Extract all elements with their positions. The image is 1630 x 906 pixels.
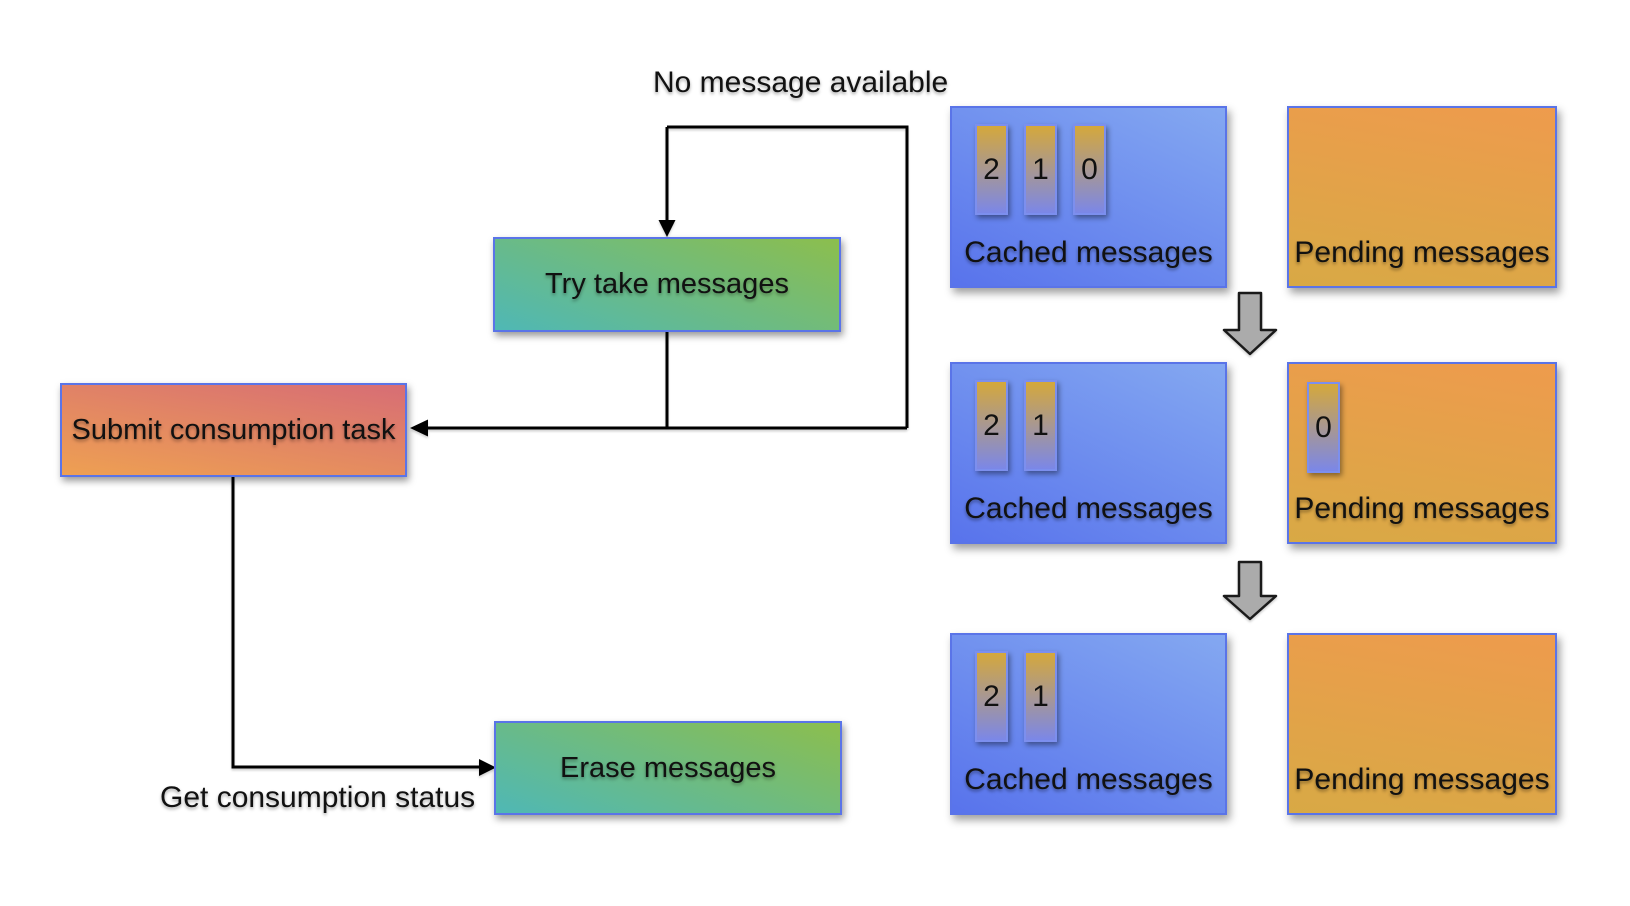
pending-messages-label: Pending messages bbox=[1294, 492, 1550, 525]
message-tile: 1 bbox=[1024, 651, 1057, 742]
pending-messages-box-row2: 0 Pending messages bbox=[1287, 362, 1557, 544]
cached-messages-label: Cached messages bbox=[964, 763, 1213, 796]
try-take-messages-box: Try take messages bbox=[493, 237, 841, 332]
cached-messages-label: Cached messages bbox=[964, 236, 1213, 269]
pending-messages-label: Pending messages bbox=[1294, 763, 1550, 796]
pending-messages-label: Pending messages bbox=[1294, 236, 1550, 269]
cached-messages-box-row3: 2 1 Cached messages bbox=[950, 633, 1227, 815]
step-down-arrow-2-icon bbox=[1222, 560, 1278, 621]
arrowhead-down-icon bbox=[658, 220, 676, 237]
arrowhead-left-icon bbox=[410, 419, 428, 437]
get-consumption-status-label: Get consumption status bbox=[160, 781, 476, 814]
step-down-arrow-1-icon bbox=[1222, 291, 1278, 356]
submit-consumption-task-label: Submit consumption task bbox=[71, 413, 396, 446]
no-message-available-label: No message available bbox=[653, 66, 949, 99]
cached-tiles-row2: 2 1 bbox=[975, 380, 1057, 471]
pending-tiles-row2: 0 bbox=[1307, 382, 1340, 473]
message-tile: 1 bbox=[1024, 380, 1057, 471]
message-tile: 0 bbox=[1307, 382, 1340, 473]
message-tile: 1 bbox=[1024, 124, 1057, 215]
pending-messages-box-row3: Pending messages bbox=[1287, 633, 1557, 815]
submit-consumption-task-box: Submit consumption task bbox=[60, 383, 407, 477]
submit-to-erase-line bbox=[231, 477, 480, 769]
message-tile: 2 bbox=[975, 124, 1008, 215]
erase-messages-box: Erase messages bbox=[494, 721, 842, 815]
cached-messages-box-row1: 2 1 0 Cached messages bbox=[950, 106, 1227, 288]
pending-messages-box-row1: Pending messages bbox=[1287, 106, 1557, 288]
message-tile: 0 bbox=[1073, 124, 1106, 215]
cached-tiles-row3: 2 1 bbox=[975, 651, 1057, 742]
arrowhead-right-icon bbox=[479, 759, 496, 776]
try-take-messages-label: Try take messages bbox=[545, 268, 789, 300]
no-message-loop-line bbox=[667, 125, 909, 428]
message-tile: 2 bbox=[975, 380, 1008, 471]
cached-messages-box-row2: 2 1 Cached messages bbox=[950, 362, 1227, 544]
cached-messages-label: Cached messages bbox=[964, 492, 1213, 525]
cached-tiles-row1: 2 1 0 bbox=[975, 124, 1106, 215]
message-tile: 2 bbox=[975, 651, 1008, 742]
erase-messages-label: Erase messages bbox=[560, 751, 776, 784]
